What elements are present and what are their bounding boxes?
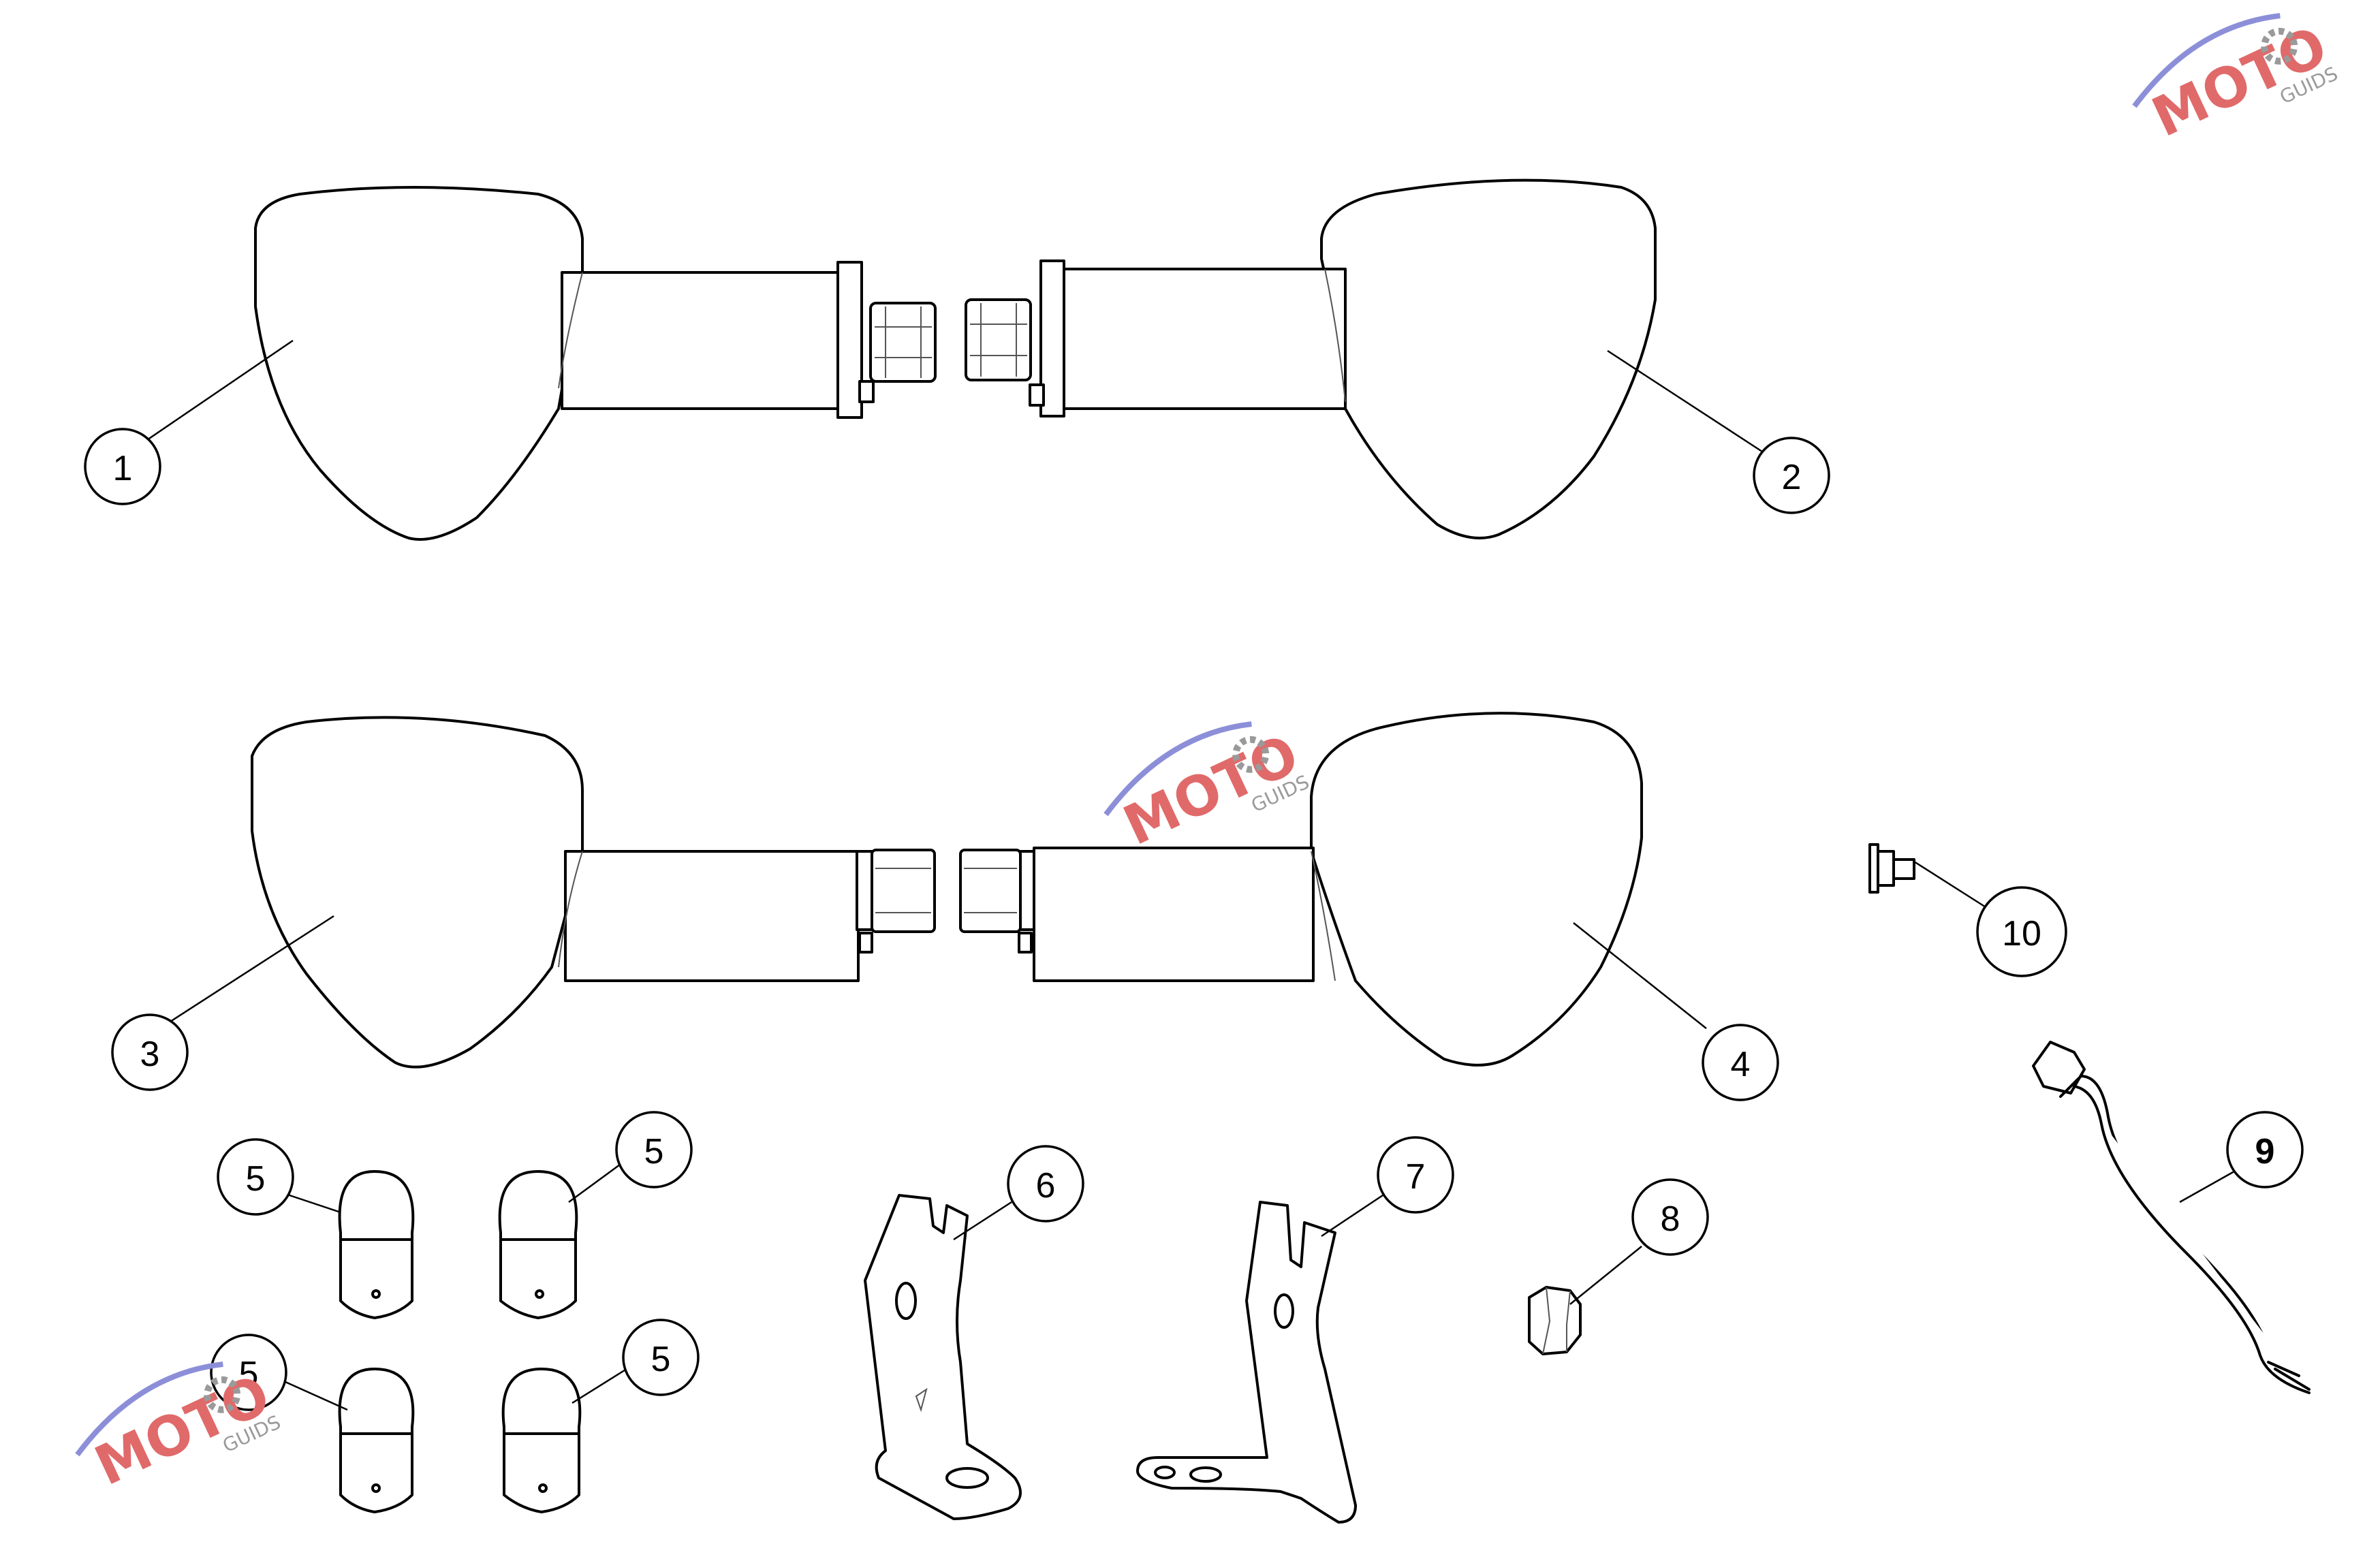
callout-label-9: 9: [2255, 1132, 2275, 1171]
callout-5a: 5: [217, 1138, 294, 1216]
leader-line-4: [1573, 922, 1707, 1029]
leader-line-1: [142, 339, 294, 444]
callout-3: 3: [111, 1013, 189, 1091]
leader-line-7: [1321, 1194, 1383, 1238]
leader-line-5b: [568, 1163, 621, 1203]
watermark-swoosh: [1103, 721, 1252, 817]
gear-icon: [204, 1376, 241, 1413]
bulb-part-5b: [498, 1170, 578, 1319]
callout-label-5a: 5: [246, 1159, 266, 1199]
indicator-part-1: [254, 186, 937, 541]
callout-5c: 5: [210, 1334, 287, 1411]
gear-icon: [1232, 736, 1270, 773]
wire-harness-part-9: [2032, 1041, 2311, 1394]
callout-label-5d: 5: [651, 1340, 671, 1379]
leader-line-9: [2179, 1170, 2235, 1203]
watermark-bottom-left: MOTO GUIDS: [75, 1361, 284, 1498]
bulb-part-5c: [338, 1368, 415, 1513]
callout-9: 9: [2226, 1111, 2304, 1188]
leader-line-6: [953, 1201, 1012, 1241]
nut-part-8: [1528, 1286, 1582, 1355]
callout-label-6: 6: [1036, 1166, 1056, 1206]
bulb-part-5d: [501, 1368, 582, 1513]
bracket-part-7: [1136, 1201, 1357, 1524]
callout-10: 10: [1976, 886, 2067, 977]
watermark-swoosh: [75, 1361, 223, 1457]
indicator-part-4: [959, 712, 1643, 1067]
indicator-part-3: [251, 716, 936, 1069]
callout-2: 2: [1753, 437, 1830, 514]
watermark-swoosh: [2132, 13, 2281, 108]
leader-line-10: [1913, 860, 1990, 911]
leader-line-8: [1569, 1246, 1642, 1305]
callout-label-7: 7: [1406, 1157, 1426, 1197]
leader-line-5c: [279, 1378, 348, 1411]
callout-label-4: 4: [1731, 1045, 1751, 1084]
callout-label-5b: 5: [644, 1132, 664, 1171]
callout-5d: 5: [622, 1319, 700, 1396]
callout-label-3: 3: [140, 1035, 160, 1074]
watermark-top-right: MOTO GUIDS: [2132, 13, 2341, 149]
callout-4: 4: [1702, 1024, 1779, 1101]
callout-8: 8: [1631, 1178, 1709, 1256]
leader-line-2: [1607, 349, 1765, 454]
callout-label-8: 8: [1661, 1199, 1680, 1239]
callout-label-1: 1: [113, 449, 133, 488]
callout-label-10: 10: [2002, 914, 2041, 954]
leader-line-3: [170, 915, 334, 1023]
bulb-part-5a: [338, 1170, 415, 1319]
bracket-part-6: [864, 1194, 1022, 1520]
leader-line-5a: [279, 1191, 341, 1214]
leader-lines: [142, 339, 2235, 1411]
callout-7: 7: [1377, 1136, 1454, 1214]
callout-1: 1: [84, 428, 161, 505]
indicator-part-2: [965, 178, 1657, 539]
callout-label-5c: 5: [239, 1355, 259, 1394]
callout-label-2: 2: [1782, 458, 1802, 497]
callout-5b: 5: [615, 1111, 693, 1188]
screw-part-10: [1868, 843, 1915, 894]
leader-line-5d: [571, 1368, 627, 1404]
callout-6: 6: [1007, 1145, 1084, 1223]
